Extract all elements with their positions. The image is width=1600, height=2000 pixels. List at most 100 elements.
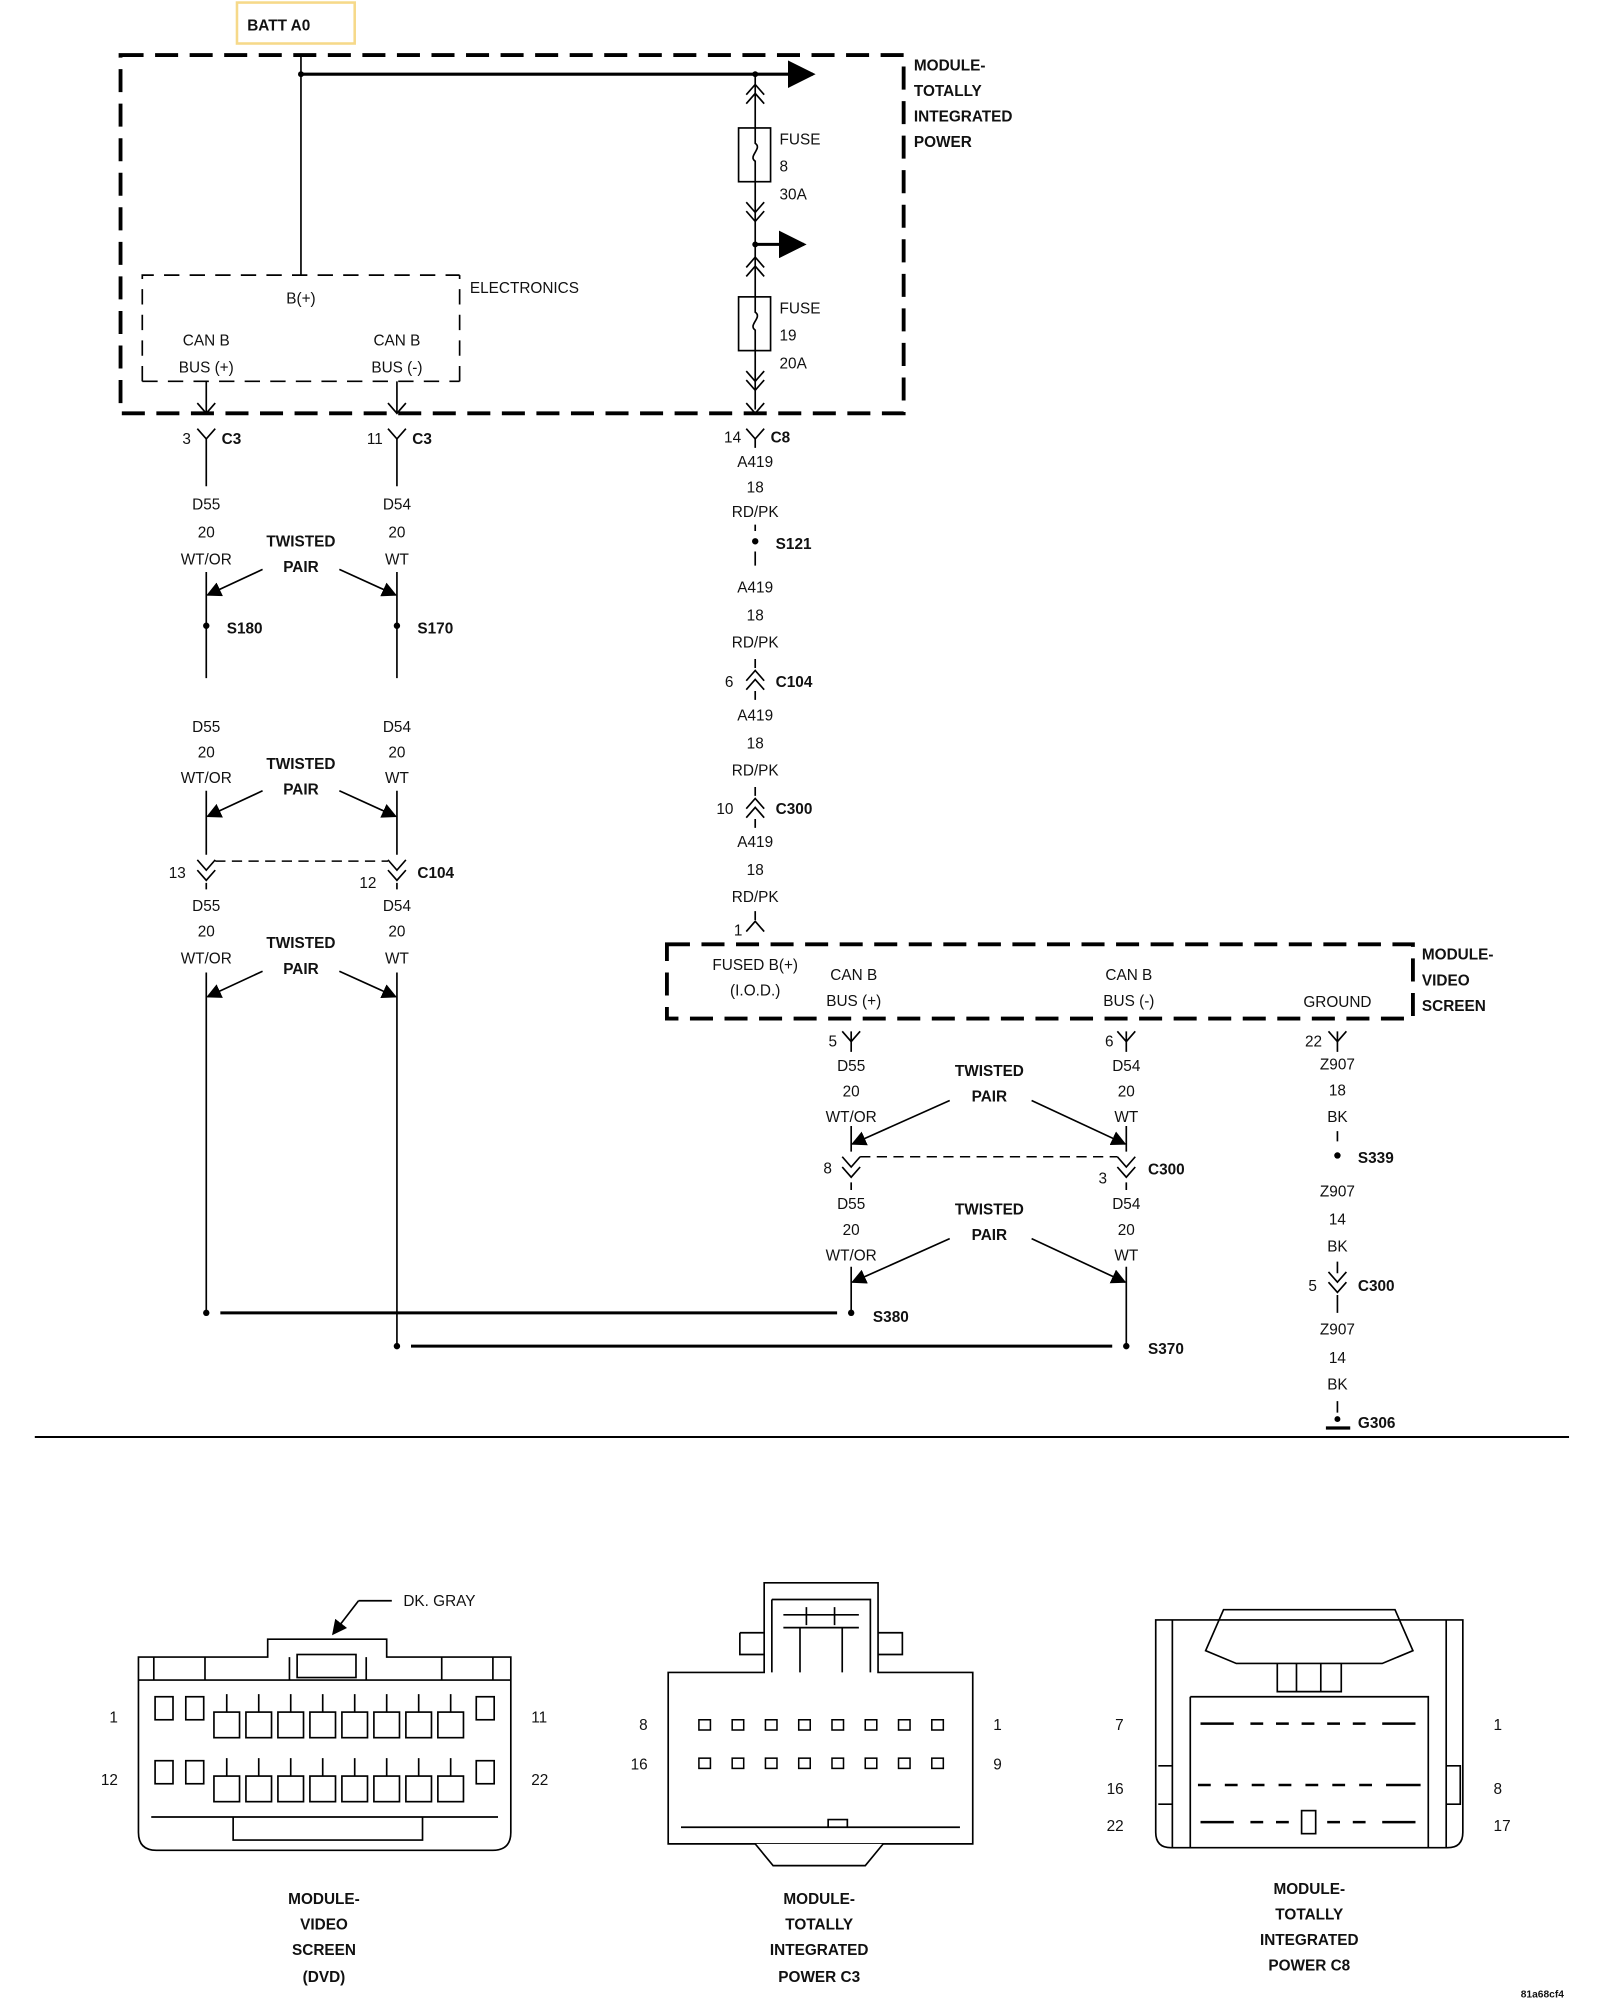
wire-color: BK [1327, 1109, 1348, 1126]
wire-color: WT [1114, 1247, 1138, 1264]
pin-label: CAN B [830, 967, 877, 984]
wire-group-4: D55 20 WT/OR D54 20 WT TWISTED PAIR [826, 1058, 1141, 1146]
wire-gauge: 20 [1118, 1084, 1135, 1101]
connector-label: C104 [417, 865, 454, 882]
pin-number: 1 [1494, 1717, 1503, 1734]
video-label: VIDEO [1422, 972, 1470, 989]
wire-id: D54 [1112, 1058, 1141, 1075]
twisted-pair-label: TWISTED [266, 756, 335, 773]
connector-label: C3 [412, 431, 432, 448]
connector-caption: TOTALLY [1275, 1906, 1343, 1923]
twisted-pair-label: PAIR [972, 1227, 1008, 1244]
pin-label: BUS (+) [179, 359, 234, 376]
wire-gauge: 18 [747, 608, 764, 625]
splice-label: S380 [873, 1309, 909, 1326]
electronics-block: ELECTRONICS B(+) CAN B BUS (+) CAN B BUS… [141, 274, 579, 383]
wire-gauge: 18 [1329, 1082, 1346, 1099]
pin-number: 1 [734, 922, 743, 939]
splice-label: S180 [227, 620, 263, 637]
wire-gauge: 20 [198, 524, 215, 541]
tipm-label: INTEGRATED [914, 109, 1013, 126]
connector-caption: INTEGRATED [770, 1942, 869, 1959]
twisted-pair-label: PAIR [283, 559, 319, 576]
wire-id: D55 [192, 898, 220, 915]
wire-color: WT/OR [826, 1109, 877, 1126]
wire-color: RD/PK [732, 762, 780, 779]
pin-number: 9 [993, 1757, 1002, 1774]
pin-number: 16 [631, 1757, 648, 1774]
wire-id: Z907 [1320, 1057, 1355, 1074]
pin-number: 16 [1107, 1781, 1124, 1798]
wire-id: D54 [383, 719, 412, 736]
wire-color: BK [1327, 1377, 1348, 1394]
connector-label: C300 [1358, 1278, 1395, 1295]
connector-tipm-c3-face [667, 1582, 974, 1867]
color-label: DK. GRAY [403, 1593, 475, 1610]
pin-number: 12 [101, 1772, 118, 1789]
pin-number: 8 [1494, 1781, 1503, 1798]
pin-number: 3 [182, 431, 191, 448]
pin-label: B(+) [286, 290, 315, 307]
pin-label: BUS (+) [826, 993, 881, 1010]
pin-number: 22 [531, 1772, 548, 1789]
wire-color: WT [385, 951, 409, 968]
connector-caption: SCREEN [292, 1942, 356, 1959]
pin-number: 22 [1305, 1034, 1322, 1051]
pin-number: 6 [1105, 1034, 1114, 1051]
module-tipm: MODULE- TOTALLY INTEGRATED POWER [118, 53, 1013, 416]
pin-number: 14 [724, 430, 742, 447]
fuse-label: FUSE [780, 300, 821, 317]
pin-number: 22 [1107, 1818, 1124, 1835]
wire-color: WT [385, 551, 409, 568]
splice-label: S370 [1148, 1341, 1184, 1358]
connector-caption: VIDEO [300, 1917, 348, 1934]
pin-label: FUSED B(+) [712, 957, 798, 974]
wire-gauge: 20 [388, 924, 405, 941]
video-label: MODULE- [1422, 947, 1494, 964]
wire-gauge: 20 [843, 1222, 860, 1239]
wire-group-1: D55 20 WT/OR D54 20 WT TWISTED PAIR [181, 496, 411, 597]
wire-a419: A419 18 RD/PK A419 18 RD/PK A419 18 RD/P… [732, 454, 780, 906]
wire-color: RD/PK [732, 504, 780, 521]
connector-caption: (DVD) [303, 1969, 346, 1986]
wire-id: Z907 [1320, 1322, 1355, 1339]
wire-id: A419 [737, 454, 773, 471]
wire-id: D55 [192, 496, 220, 513]
wire-gauge: 14 [1329, 1212, 1347, 1229]
wire-color: RD/PK [732, 889, 780, 906]
twisted-pair-label: TWISTED [266, 533, 335, 550]
wire-gauge: 18 [747, 480, 764, 497]
ground-label: G306 [1358, 1415, 1396, 1432]
tipm-label: TOTALLY [914, 83, 982, 100]
pin-label: GROUND [1303, 994, 1371, 1011]
wire-gauge: 20 [198, 924, 215, 941]
wire-id: A419 [737, 834, 773, 851]
connector-video-screen-face [137, 1599, 512, 1852]
pin-number: 3 [1099, 1171, 1108, 1188]
twisted-pair-label: TWISTED [955, 1201, 1024, 1218]
wire-color: WT/OR [826, 1247, 877, 1264]
wire-gauge: 20 [388, 745, 405, 762]
splice-label: S170 [417, 620, 453, 637]
batt-label: BATT A0 [247, 18, 310, 35]
connector-label: C300 [1148, 1162, 1185, 1179]
pin-number: 7 [1115, 1717, 1124, 1734]
connector-label: C3 [222, 431, 242, 448]
connector-tipm-c8-face [1154, 1608, 1464, 1849]
wire-gauge: 18 [747, 736, 764, 753]
wire-color: BK [1327, 1238, 1348, 1255]
pin-number: 17 [1494, 1818, 1511, 1835]
electronics-label: ELECTRONICS [470, 280, 579, 297]
pin-number: 5 [829, 1034, 838, 1051]
twisted-pair-label: TWISTED [266, 935, 335, 952]
connector-label: C300 [776, 801, 813, 818]
tipm-label: MODULE- [914, 57, 986, 74]
twisted-pair-label: PAIR [283, 961, 319, 978]
connector-caption: INTEGRATED [1260, 1932, 1359, 1949]
connector-caption: POWER C8 [1268, 1958, 1350, 1975]
wire-group-5: D55 20 WT/OR D54 20 WT TWISTED PAIR [826, 1196, 1141, 1284]
connector-caption: POWER C3 [778, 1969, 860, 1986]
fuse-number: 19 [780, 327, 797, 344]
wire-id: D54 [383, 898, 412, 915]
pin-number: 1 [993, 1717, 1002, 1734]
